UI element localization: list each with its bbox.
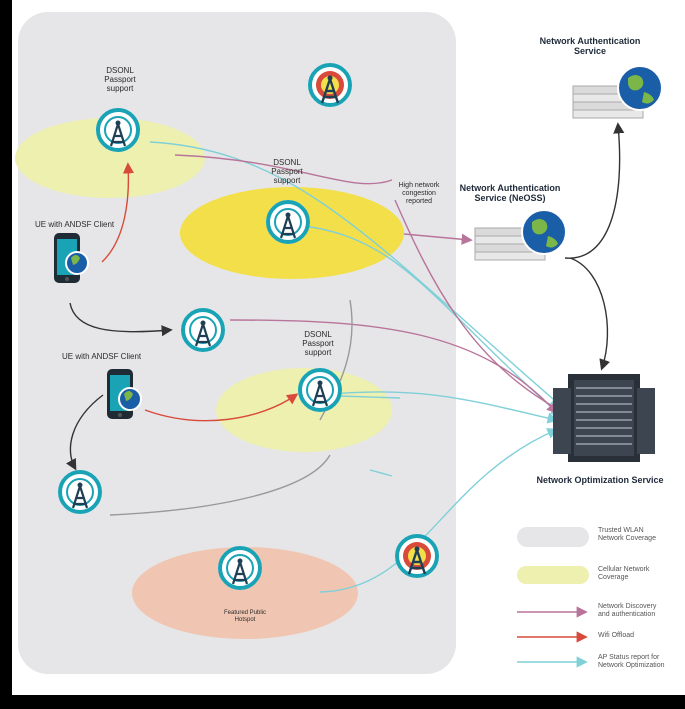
label-nas-mid: Network Authentication Service (NeOSS) xyxy=(459,183,561,204)
legend-label-discovery: Network Discovery and authentication xyxy=(598,603,657,619)
legend-swatch-trusted-wlan xyxy=(517,527,589,547)
label-public-hotspot: Featured Public Hotspot xyxy=(223,610,267,623)
cellular-coverage-2 xyxy=(216,368,392,452)
network-optimization-server-icon xyxy=(553,374,655,462)
cell-tower-macro-icon xyxy=(306,61,354,109)
wifi-ap-icon-5 xyxy=(56,468,104,516)
label-dsonl-1: DSONL Passport support xyxy=(104,66,136,94)
cell-tower-small-icon xyxy=(393,532,441,580)
legend-swatch-cellular xyxy=(517,566,589,584)
legend xyxy=(517,527,589,668)
wifi-ap-icon-6 xyxy=(216,544,264,592)
public-hotspot-coverage xyxy=(132,547,358,639)
wifi-ap-icon-3 xyxy=(179,306,227,354)
legend-label-trusted-wlan: Trusted WLAN Network Coverage xyxy=(598,527,656,543)
label-ue-andsf-2: UE with ANDSF Client xyxy=(62,352,142,361)
label-dsonl-2: DSONL Passport support xyxy=(271,158,303,186)
connections xyxy=(66,122,625,593)
label-ue-andsf-1: UE with ANDSF Client xyxy=(35,220,115,229)
legend-label-offload: Wifi Offload xyxy=(598,632,635,639)
label-high-congestion: High network congestion reported xyxy=(398,182,440,206)
label-nas-top: Network Authentication Service xyxy=(539,36,641,57)
legend-label-status: AP Status report for Network Optimizatio… xyxy=(598,654,665,670)
label-network-optimization: Network Optimization Service xyxy=(536,475,664,485)
label-dsonl-3: DSONL Passport support xyxy=(302,330,334,358)
cellular-coverage-1 xyxy=(15,118,205,198)
wifi-ap-icon-1 xyxy=(94,106,142,154)
wifi-ap-icon-2 xyxy=(264,198,312,246)
legend-label-cellular: Cellular Network Coverage xyxy=(598,566,650,582)
wifi-ap-icon-4 xyxy=(296,366,344,414)
